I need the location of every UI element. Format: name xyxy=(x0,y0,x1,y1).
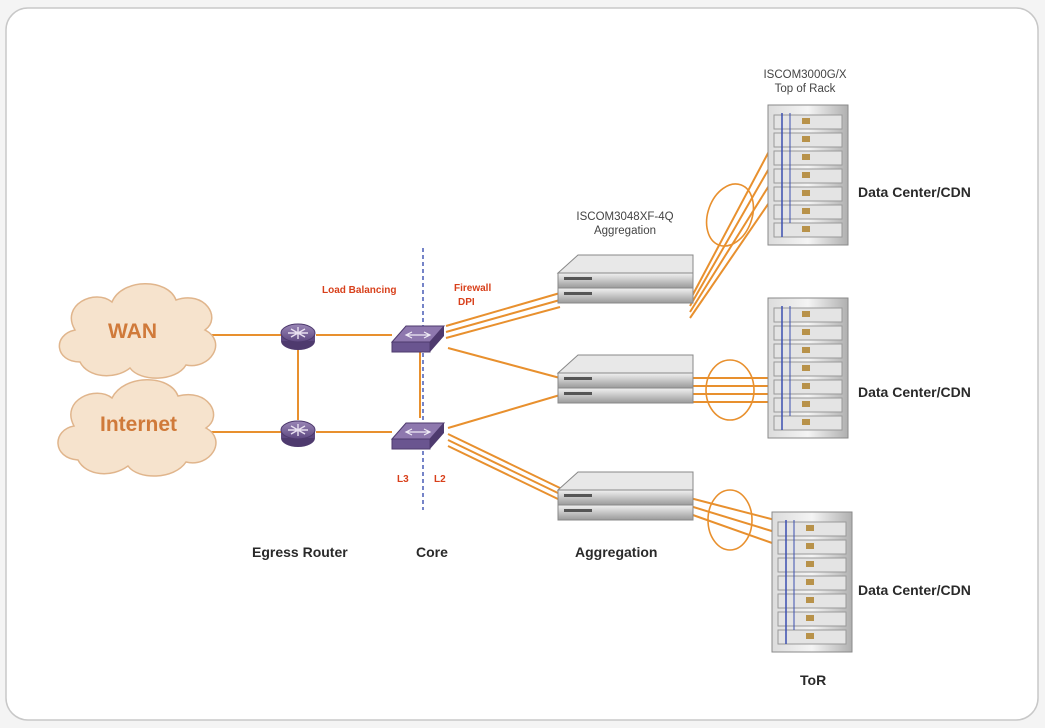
rack-icon xyxy=(767,104,849,246)
aggregation-switch-icon xyxy=(557,471,694,521)
data-center-label: Data Center/CDN xyxy=(858,384,971,400)
data-center-label: Data Center/CDN xyxy=(858,184,971,200)
agg-model-name: ISCOM3048XF-4Q xyxy=(576,211,674,223)
tor-model-name: ISCOM3000G/X xyxy=(763,69,847,81)
router-icon xyxy=(280,420,316,448)
aggregation-label: Aggregation xyxy=(575,544,658,560)
lag-ellipses xyxy=(705,183,755,551)
tor-label: ToR xyxy=(800,672,827,688)
l2-label: L2 xyxy=(434,474,446,485)
rack-icon xyxy=(771,511,853,653)
router-icon xyxy=(280,323,316,351)
rack-icon xyxy=(767,297,849,439)
aggregation-switch-icon xyxy=(557,254,694,304)
wan-cloud xyxy=(58,283,217,379)
agg-role-name: Aggregation xyxy=(593,225,657,237)
egress-router-label: Egress Router xyxy=(252,544,348,560)
load-balancing-label: Load Balancing xyxy=(322,285,397,296)
data-center-label: Data Center/CDN xyxy=(858,582,971,598)
wan-label: WAN xyxy=(108,320,157,343)
links xyxy=(210,139,776,545)
firewall-label: Firewall xyxy=(454,283,492,294)
aggregation-switch-icon xyxy=(557,354,694,404)
internet-label: Internet xyxy=(100,413,178,436)
tor-model-label: ISCOM3000G/X Top of Rack xyxy=(735,68,875,96)
agg-model-label: ISCOM3048XF-4Q Aggregation xyxy=(555,210,695,238)
tor-role-name: Top of Rack xyxy=(774,83,836,95)
internet-cloud xyxy=(57,379,217,477)
dpi-label: DPI xyxy=(458,297,475,308)
core-label: Core xyxy=(416,544,448,560)
l3-label: L3 xyxy=(397,474,409,485)
